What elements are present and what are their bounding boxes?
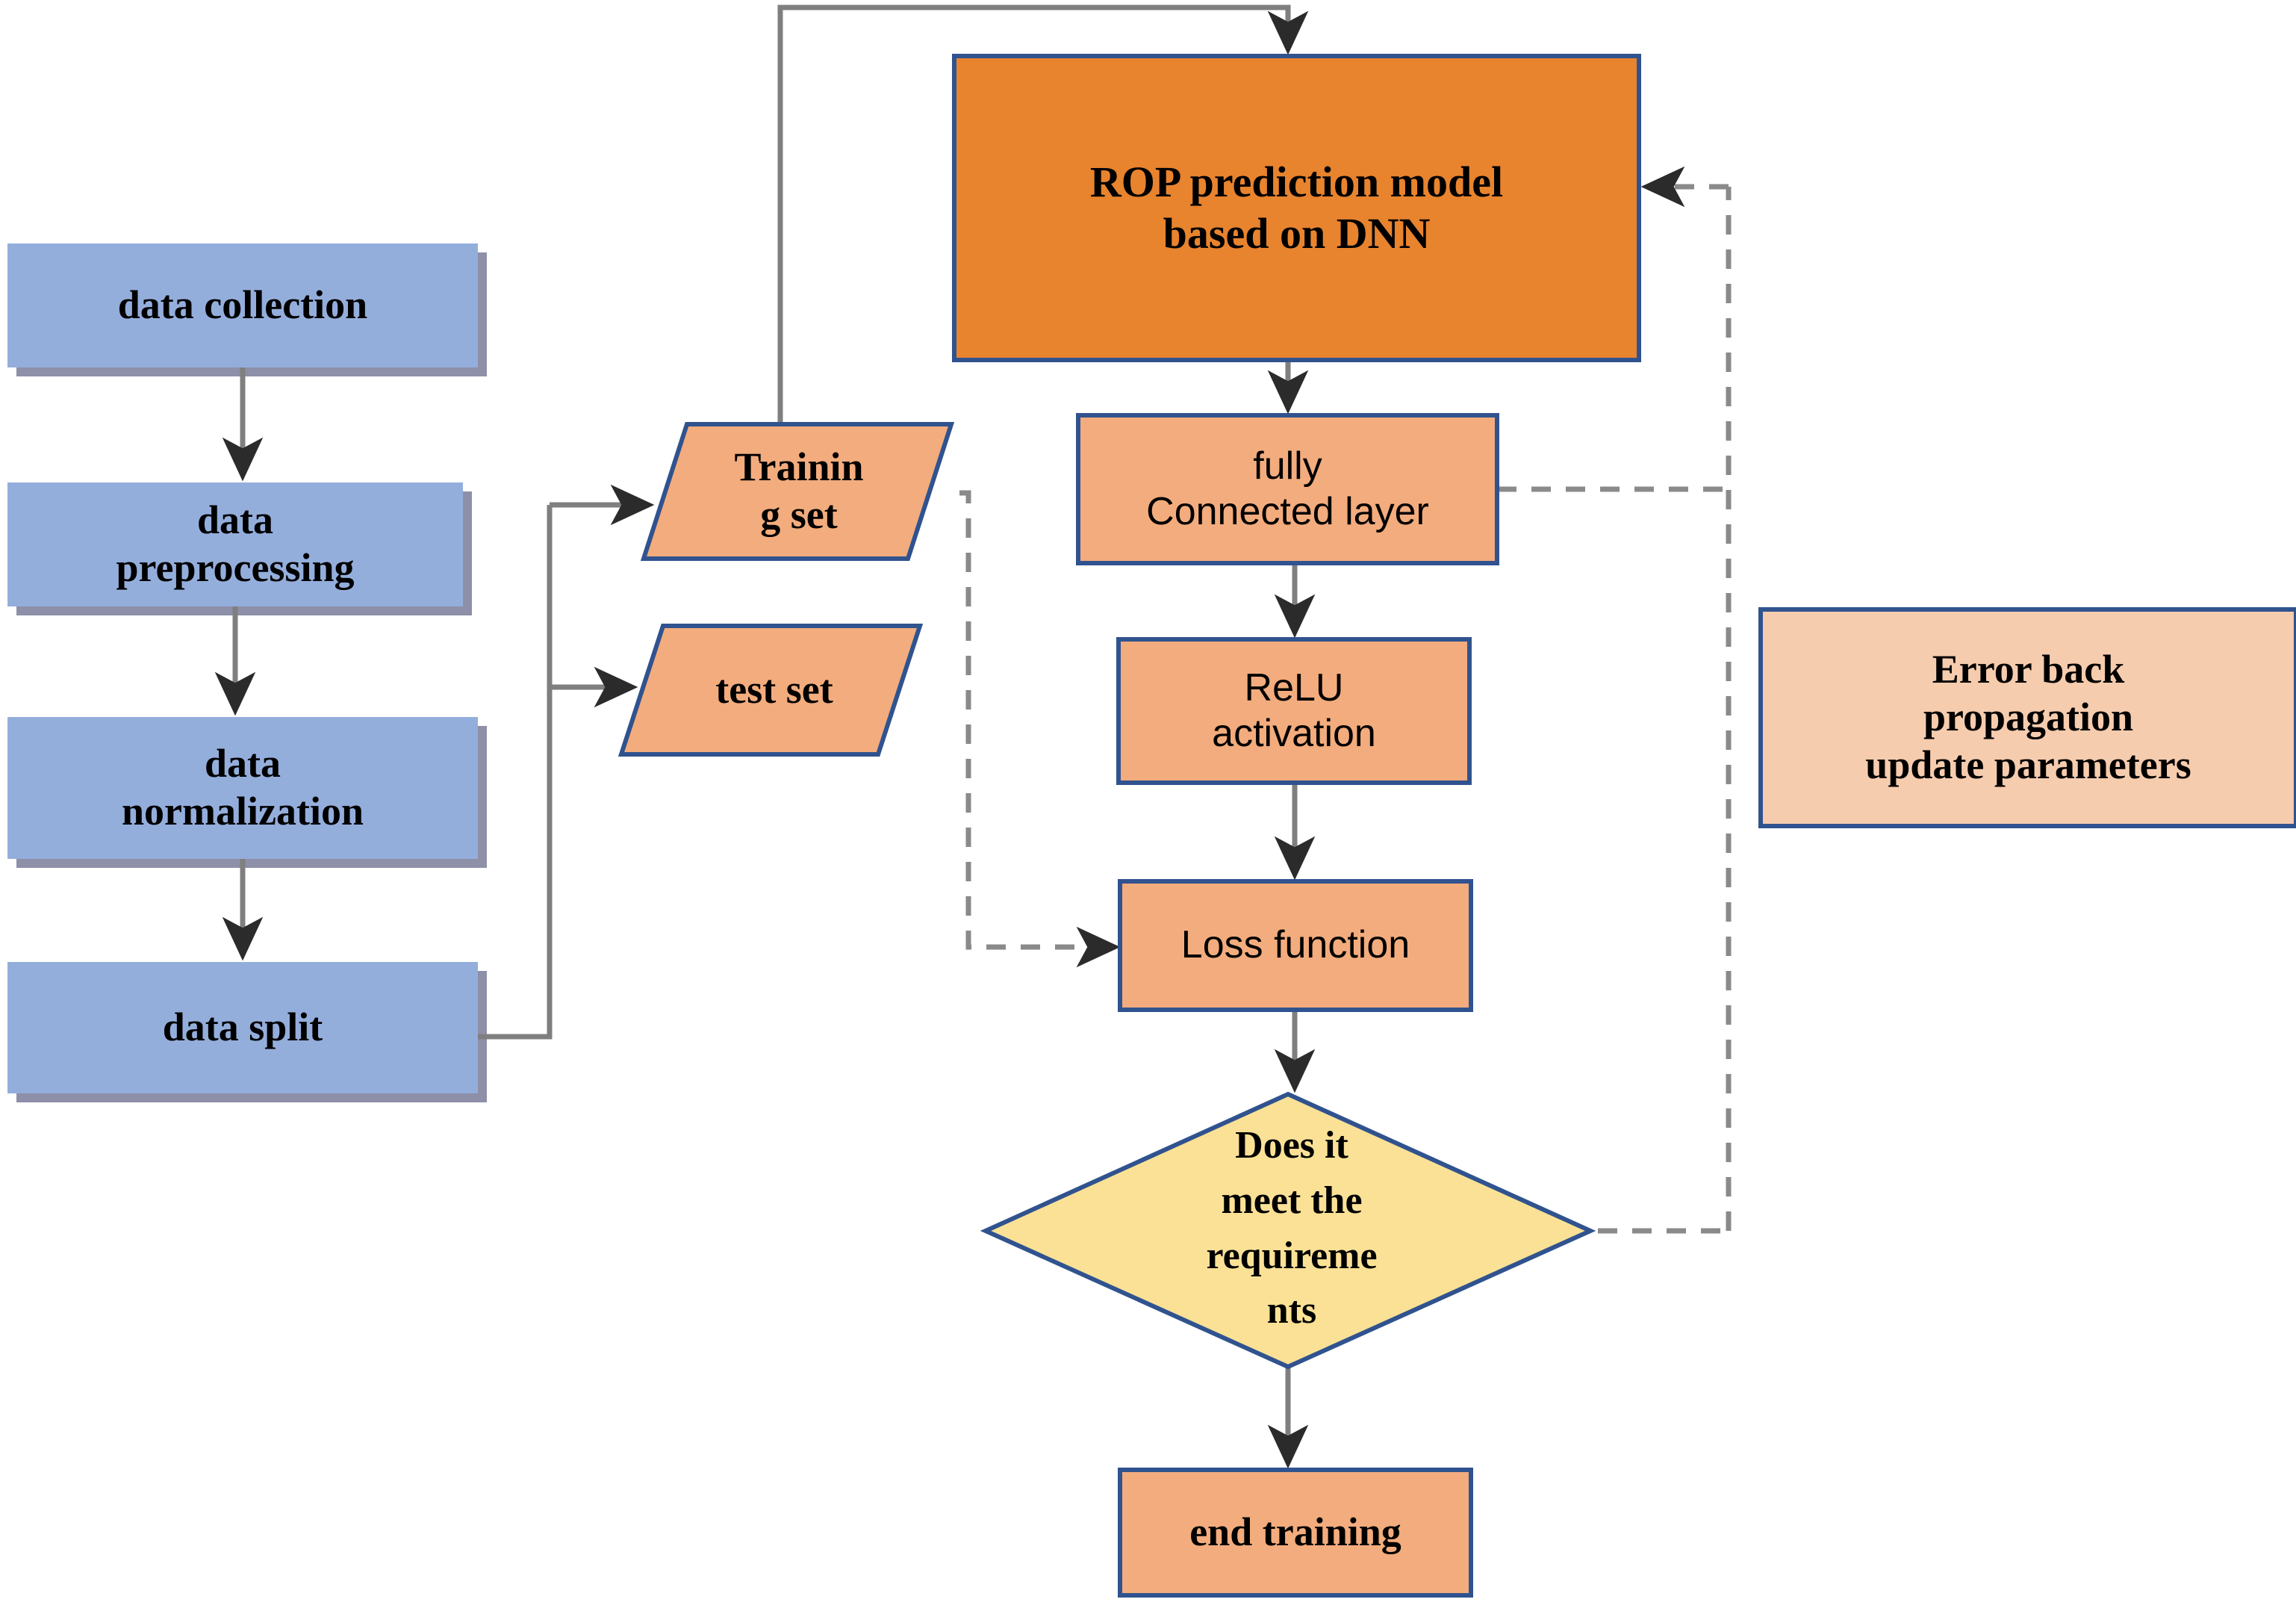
dashed-arrowheads xyxy=(1076,166,1685,968)
node-decision-requirements[interactable] xyxy=(980,1091,1596,1370)
edge-training-set-to-rop-model xyxy=(777,4,1309,424)
node-data-normalization[interactable] xyxy=(7,717,478,859)
node-relu-activation[interactable] xyxy=(1116,637,1472,785)
node-training-set[interactable] xyxy=(640,422,955,561)
edge-training-set-to-loss-function xyxy=(959,490,1111,950)
node-rop-model[interactable] xyxy=(952,54,1641,362)
node-fully-connected[interactable] xyxy=(1076,413,1499,565)
node-end-training[interactable] xyxy=(1118,1468,1473,1598)
node-loss-function[interactable] xyxy=(1118,879,1473,1012)
node-test-set[interactable] xyxy=(617,624,924,757)
node-data-split[interactable] xyxy=(7,962,478,1093)
edge-split-bus xyxy=(478,505,553,1040)
connector-group-dashed xyxy=(959,184,1732,1234)
connector-group-solid xyxy=(214,4,1316,1469)
node-data-preprocessing[interactable] xyxy=(7,482,463,606)
node-data-collection[interactable] xyxy=(7,243,478,367)
node-error-backpropagation[interactable] xyxy=(1758,607,2296,828)
